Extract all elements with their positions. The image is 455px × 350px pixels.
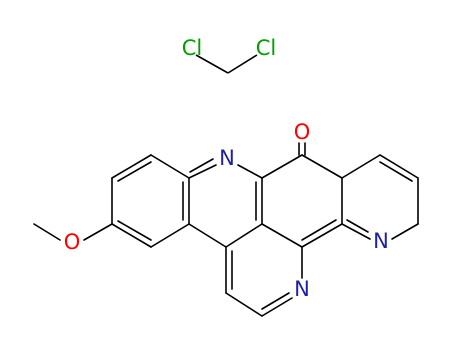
bond-rp-5d [346, 219, 369, 233]
bond-ome-1 [83, 223, 113, 241]
bond-lb-1 [150, 154, 190, 179]
bond-lb-4d [117, 220, 152, 241]
bond-bp-3d [261, 292, 290, 310]
bond-c-cl2 [227, 54, 258, 74]
atom-methoxy-oxygen: O [64, 230, 81, 254]
bond-r-1d [301, 219, 337, 241]
bond-lb-2d [117, 161, 152, 182]
bond-bp-5 [261, 223, 303, 248]
atom-acridine-nitrogen: N [219, 146, 235, 170]
bond-c5-c3 [225, 223, 263, 248]
bond-r-1 [301, 223, 343, 248]
bond-cl1-c [195, 54, 229, 74]
bond-lb-2 [111, 154, 152, 179]
bond-co-right [301, 154, 343, 179]
bond-bp-3 [261, 297, 293, 317]
bond-bp-2 [225, 292, 263, 317]
atom-cl-right: Cl [256, 36, 277, 60]
bond-rp-5 [341, 223, 371, 240]
bond-c4-c5 [188, 223, 227, 248]
bond-rp-2 [379, 154, 419, 179]
atom-pyridine-nitrogen-right: N [373, 229, 389, 253]
atom-carbonyl-oxygen: O [294, 120, 311, 144]
bond-lb-5 [150, 223, 190, 248]
bond-rp-2d [379, 161, 413, 182]
bond-n-c1 [237, 164, 263, 179]
atom-cl-left: Cl [182, 36, 203, 60]
dichloromethane-molecule [195, 54, 258, 74]
main-molecule-bonds [33, 142, 419, 317]
bond-n-c2 [188, 164, 217, 179]
bond-rp-4 [391, 223, 419, 240]
bond-rp-1 [341, 154, 381, 179]
bond-lb-4 [111, 223, 152, 248]
atom-pyridine-nitrogen-bottom: N [294, 277, 310, 301]
bond-co-left [261, 154, 303, 179]
bond-ome-2 [33, 223, 61, 241]
bond-n-c2-double [189, 158, 214, 173]
